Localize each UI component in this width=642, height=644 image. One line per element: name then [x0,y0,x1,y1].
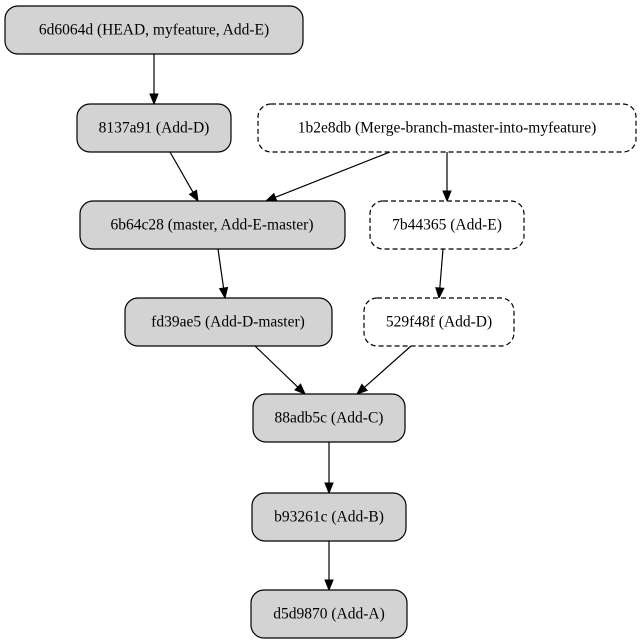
commit-node-529f48f[interactable]: 529f48f (Add-D) [363,297,515,347]
edge-88adb5c-to-b93261c [324,442,334,495]
commit-node-8137a91[interactable]: 8137a91 (Add-D) [76,103,232,153]
commit-label-8137a91: 8137a91 (Add-D) [99,120,210,137]
edge-line [439,248,444,289]
edge-8137a91-to-6b64c28 [169,151,199,203]
arrowhead-icon [324,482,334,495]
commit-node-88adb5c[interactable]: 88adb5c (Add-C) [252,393,406,443]
commit-node-6d6064d[interactable]: 6d6064d (HEAD, myfeature, Add-E) [4,5,304,55]
commit-node-fd39ae5[interactable]: fd39ae5 (Add-D-master) [124,297,333,347]
edges-layer [149,54,452,592]
edge-529f48f-to-88adb5c [355,345,412,395]
edge-line [254,345,299,388]
commit-node-1b2e8db[interactable]: 1b2e8db (Merge-branch-master-into-myfeat… [257,103,637,153]
commit-label-b93261c: b93261c (Add-B) [274,509,384,526]
edge-6b64c28-to-fd39ae5 [217,248,229,300]
edge-1b2e8db-to-6b64c28 [264,151,391,202]
arrowhead-icon [294,383,306,395]
edge-line [364,345,412,388]
commit-label-6d6064d: 6d6064d (HEAD, myfeature, Add-E) [39,22,269,39]
arrowhead-icon [355,383,368,395]
commit-label-6b64c28: 6b64c28 (master, Add-E-master) [111,217,314,234]
commit-label-7b44365: 7b44365 (Add-E) [392,217,502,234]
edge-6d6064d-to-8137a91 [149,54,159,106]
arrowhead-icon [149,93,159,106]
arrowhead-icon [435,287,445,300]
arrowhead-icon [188,189,199,203]
edge-line [169,151,194,193]
arrowhead-icon [442,190,452,203]
edge-fd39ae5-to-88adb5c [254,345,306,395]
commit-node-7b44365[interactable]: 7b44365 (Add-E) [369,200,525,250]
commit-node-b93261c[interactable]: b93261c (Add-B) [251,492,407,542]
edge-1b2e8db-to-7b44365 [442,152,452,203]
arrowhead-icon [264,192,278,202]
commit-label-fd39ae5: fd39ae5 (Add-D-master) [151,314,305,331]
edge-b93261c-to-d5d9870 [324,541,334,592]
nodes-layer: 6d6064d (HEAD, myfeature, Add-E) 8137a91… [4,5,637,639]
commit-label-88adb5c: 88adb5c (Add-C) [275,410,384,427]
edge-line [275,151,391,198]
commit-node-6b64c28[interactable]: 6b64c28 (master, Add-E-master) [79,200,346,250]
edge-line [217,248,225,289]
commit-label-529f48f: 529f48f (Add-D) [386,314,492,331]
commit-node-d5d9870[interactable]: d5d9870 (Add-A) [250,589,408,639]
arrowhead-icon [324,579,334,592]
edge-7b44365-to-529f48f [435,248,445,300]
commit-label-1b2e8db: 1b2e8db (Merge-branch-master-into-myfeat… [298,120,597,137]
arrowhead-icon [218,286,229,300]
commit-label-d5d9870: d5d9870 (Add-A) [273,606,385,623]
